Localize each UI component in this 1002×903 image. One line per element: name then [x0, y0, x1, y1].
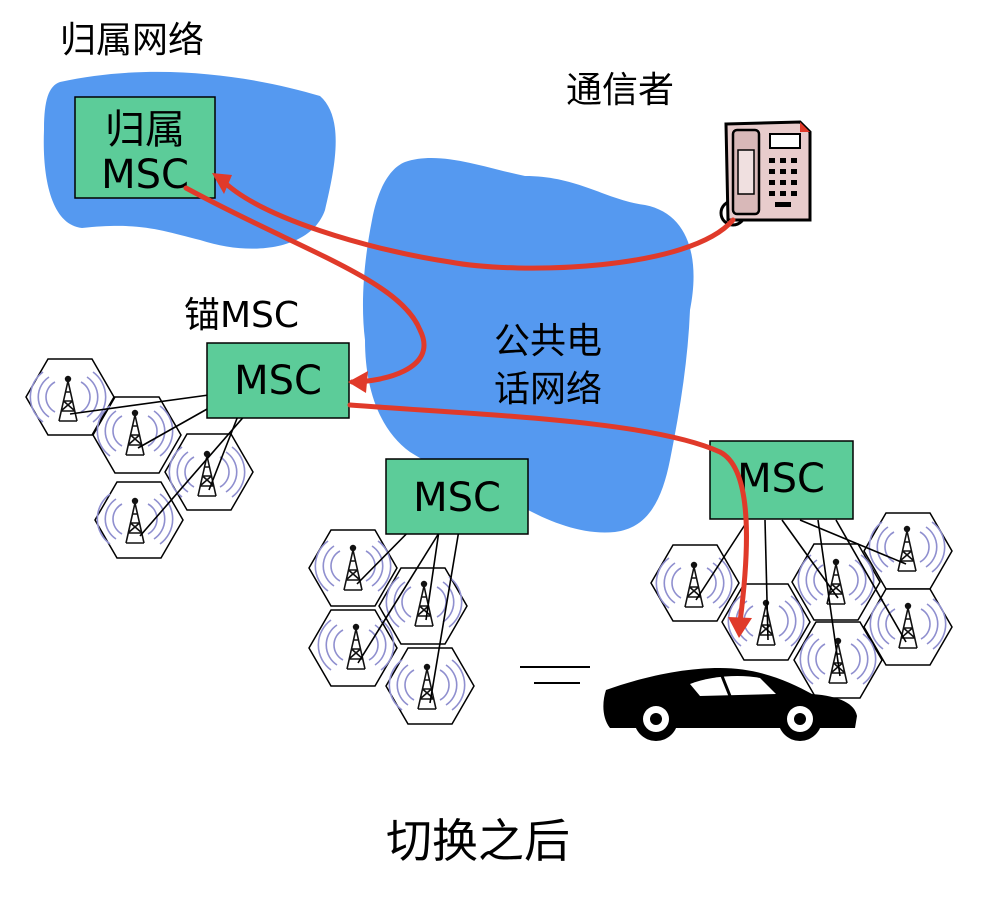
diagram-caption: 切换之后 [386, 814, 570, 868]
route-home-to-anchor-msc [183, 185, 427, 385]
home-msc-label-line2: MSC [101, 152, 189, 198]
anchor-msc-label: MSC [234, 358, 322, 404]
route-anchor-to-right-msc [347, 402, 750, 625]
caller-label: 通信者 [566, 70, 674, 111]
telephone-icon [719, 120, 812, 227]
right-msc-box: MSC [709, 440, 854, 520]
cell-group-middle [308, 509, 475, 725]
pstn-cloud [362, 157, 694, 533]
car-icon [520, 666, 857, 741]
call-route [183, 177, 750, 625]
route-phone-to-home-msc [219, 177, 736, 271]
pstn-label-line2: 话网络 [494, 369, 602, 410]
route-arrowheads [212, 173, 752, 638]
middle-msc-label: MSC [413, 475, 501, 521]
home-network-label: 归属网络 [60, 20, 204, 61]
home-msc-label-line1: 归属 [105, 107, 185, 153]
right-msc-label: MSC [737, 456, 825, 502]
middle-msc-box: MSC [385, 458, 529, 535]
anchor-msc-label-title: 锚MSC [184, 295, 299, 336]
cell-group-left [25, 358, 261, 559]
anchor-msc-box: MSC [206, 342, 350, 419]
pstn-label-line1: 公共电 [494, 321, 602, 362]
home-msc-box: 归属 MSC [74, 96, 216, 199]
